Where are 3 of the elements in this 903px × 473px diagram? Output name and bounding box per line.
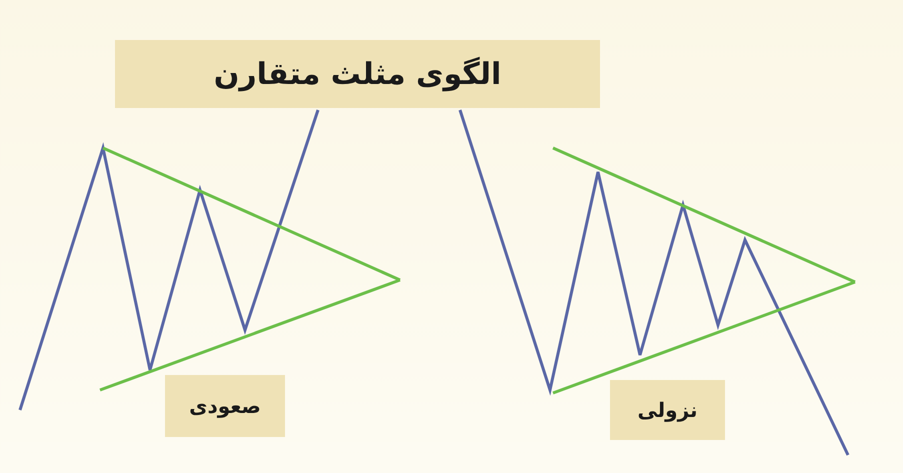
pattern-label: نزولی <box>610 380 725 440</box>
title-banner: الگوی مثلث متقارن <box>115 40 600 108</box>
pattern-label: صعودی <box>165 375 285 437</box>
